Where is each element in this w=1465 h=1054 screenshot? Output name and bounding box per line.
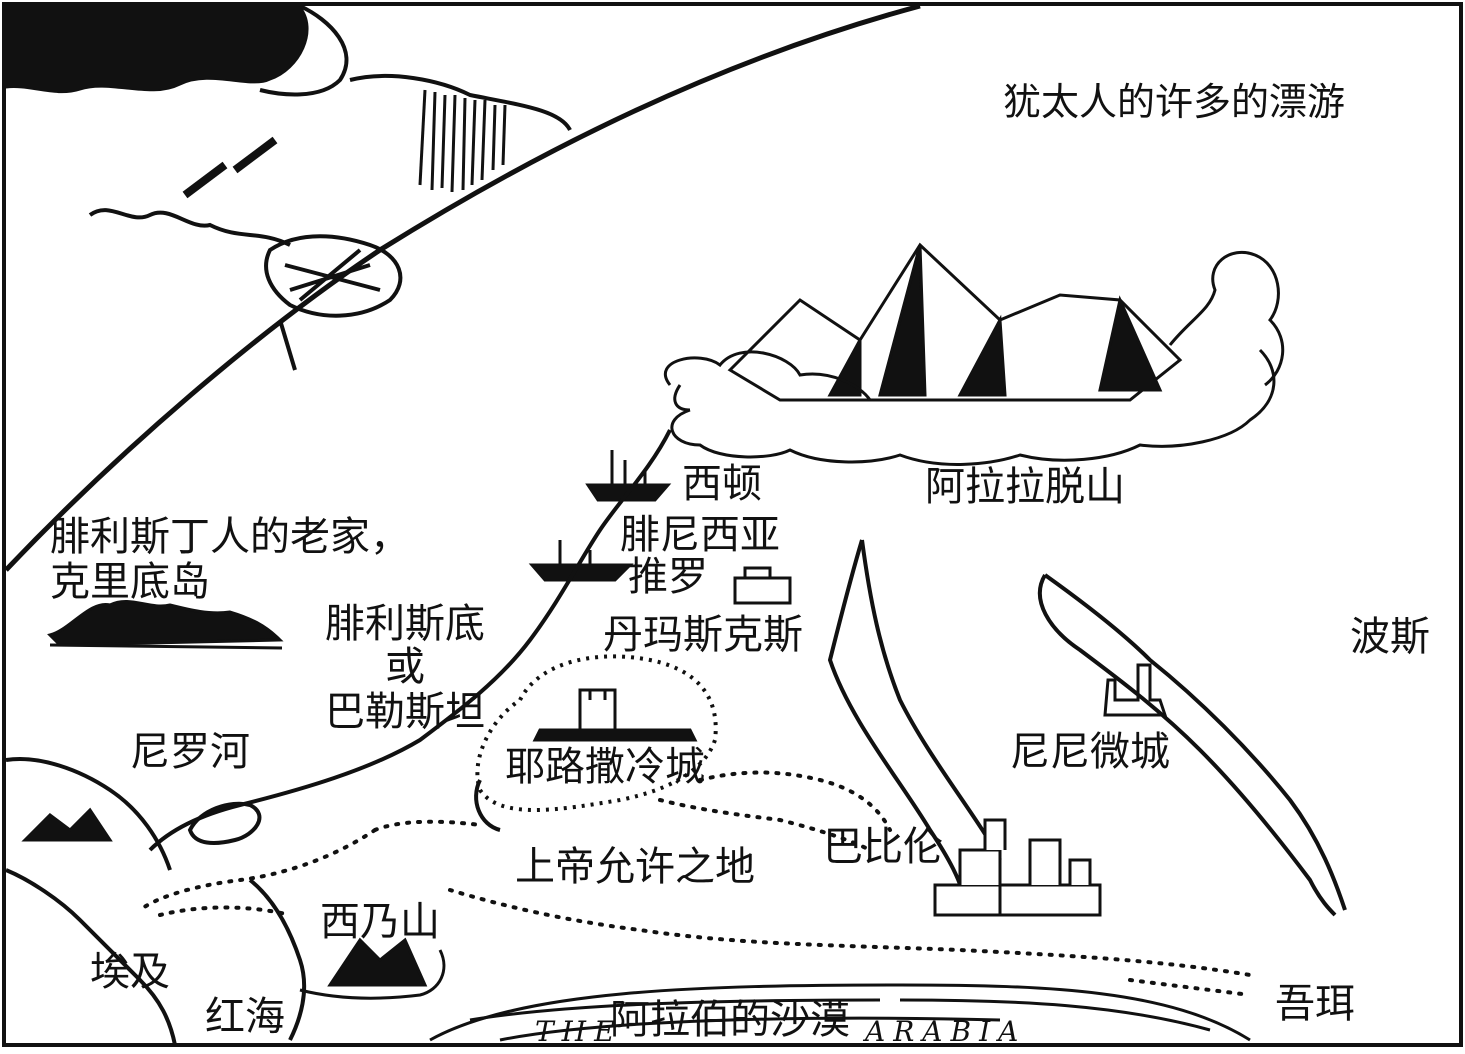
- label-babylon: 巴比伦: [823, 824, 943, 870]
- jerusalem-ring: [475, 654, 718, 812]
- label-crete-line1: 腓利斯丁人的老家，: [50, 514, 410, 560]
- label-ararat: 阿拉拉脱山: [925, 464, 1125, 510]
- mountains-icon: [727, 242, 1183, 402]
- ararat-cloud: [663, 250, 1285, 466]
- label-the-en: THE: [535, 1015, 623, 1048]
- ship-icon: [528, 540, 634, 582]
- city-icon: [733, 566, 792, 605]
- label-sidon: 西顿: [682, 461, 762, 507]
- label-ur: 吾珥: [1275, 981, 1355, 1027]
- label-arabia-desert: 阿拉伯的沙漠: [610, 997, 850, 1043]
- map-title: 犹太人的许多的漂游: [1003, 80, 1346, 124]
- label-persia: 波斯: [1350, 614, 1430, 660]
- label-arabia-en: ARABIA: [865, 1015, 1027, 1048]
- desert-dunes: [429, 983, 1251, 1042]
- route-dots-icon: [138, 770, 1252, 997]
- label-tyre: 推罗: [628, 554, 708, 600]
- city-icon: [933, 818, 1102, 917]
- egypt-coast: [5, 757, 307, 1046]
- label-jerusalem: 耶路撒冷城: [505, 744, 705, 790]
- label-crete-line2: 克里底岛: [50, 559, 210, 605]
- label-philistia-line2: 或: [385, 644, 425, 690]
- label-damascus: 丹玛斯克斯: [603, 612, 803, 658]
- label-philistia-line3: 巴勒斯坦: [325, 689, 485, 735]
- island-mountains-icon: [47, 600, 284, 650]
- jerusalem-ring-solid: [474, 779, 501, 832]
- label-nineveh: 尼尼微城: [1010, 729, 1170, 775]
- city-icon: [532, 688, 698, 742]
- label-egypt: 埃及: [90, 949, 170, 995]
- mountains-icon: [299, 937, 446, 1000]
- rivers: [827, 539, 1347, 917]
- label-sinai: 西乃山: [320, 899, 440, 945]
- label-phoenicia: 腓尼西亚: [620, 512, 780, 558]
- label-nile: 尼罗河: [130, 729, 250, 775]
- city-icon: [1103, 663, 1168, 717]
- label-promised-land: 上帝允许之地: [515, 844, 755, 890]
- shore-scribble: [88, 208, 403, 371]
- label-red-sea: 红海: [205, 994, 285, 1040]
- label-philistia-line1: 腓利斯底: [325, 601, 485, 647]
- storm-cloud-icon: [5, 4, 572, 199]
- mountains-icon: [21, 807, 113, 842]
